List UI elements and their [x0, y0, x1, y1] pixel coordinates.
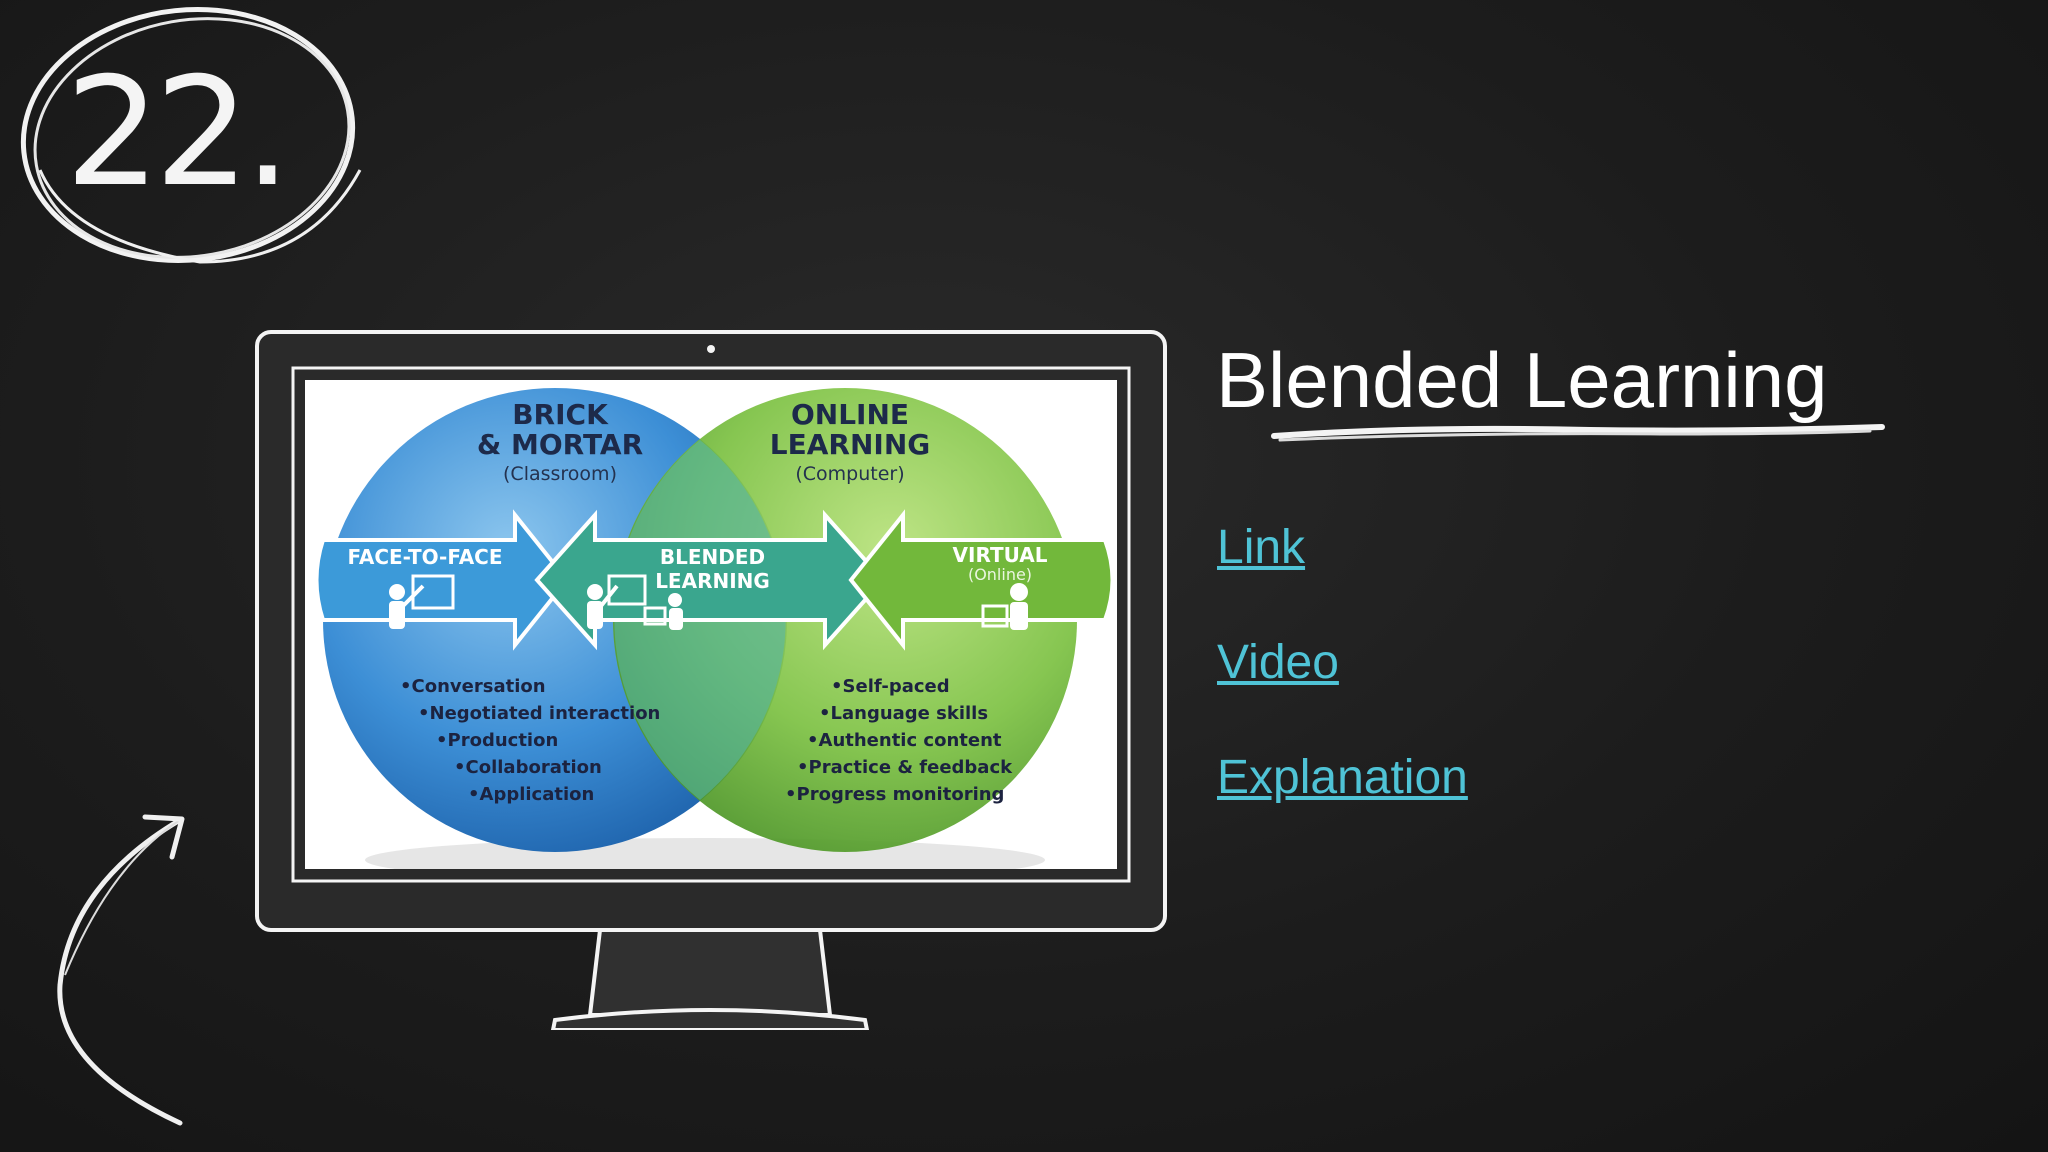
slide-number: 22.: [65, 46, 292, 220]
list-item: Authentic content: [773, 727, 1012, 754]
list-item: Language skills: [773, 700, 1012, 727]
list-item: Self-paced: [773, 673, 1012, 700]
right-bullet-list: Self-paced Language skills Authentic con…: [773, 673, 1013, 808]
blended-learning-diagram: [314, 388, 1115, 869]
blended-learning-label: BLENDED LEARNING: [655, 545, 770, 593]
slide-number-badge: 22.: [10, 0, 370, 280]
left-circle-title: BRICK & MORTAR: [476, 398, 644, 461]
list-item: Production: [400, 727, 660, 754]
chalk-circle-icon: [20, 6, 362, 264]
page-title: Blended Learning: [1216, 336, 1828, 424]
list-item: Negotiated interaction: [400, 700, 661, 727]
virtual-label: VIRTUAL: [952, 543, 1048, 567]
left-circle-subtitle: (Classroom): [503, 463, 617, 485]
link-link[interactable]: Link: [1217, 521, 1306, 574]
face-to-face-label: FACE-TO-FACE: [347, 545, 503, 569]
list-item: Collaboration: [400, 754, 660, 781]
screen-diagram: BRICK & MORTAR (Classroom) ONLINE LEARNI…: [305, 380, 1117, 869]
list-item: Progress monitoring: [773, 781, 1012, 808]
list-item: Practice & feedback: [773, 754, 1013, 781]
right-circle-title: ONLINE LEARNING: [769, 398, 931, 461]
right-circle-subtitle: (Computer): [795, 463, 905, 485]
chalk-arrow-icon: [57, 814, 185, 1126]
chalk-underline-icon: [1271, 424, 1885, 442]
virtual-sublabel: (Online): [967, 565, 1033, 584]
left-bullet-list: Conversation Negotiated interaction Prod…: [400, 673, 661, 808]
explanation-link[interactable]: Explanation: [1217, 751, 1468, 804]
video-link[interactable]: Video: [1217, 636, 1339, 689]
monitor-illustration: BRICK & MORTAR (Classroom) ONLINE LEARNI…: [255, 330, 1167, 1030]
list-item: Conversation: [400, 673, 660, 700]
list-item: Application: [400, 781, 660, 808]
